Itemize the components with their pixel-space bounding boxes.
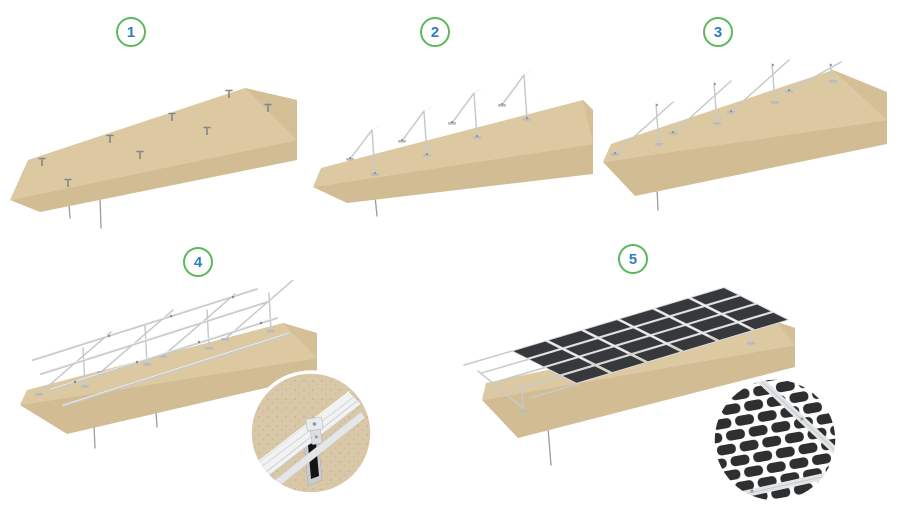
mounting-rails [32,287,290,407]
tilt-beam-kit [611,101,674,156]
post-brace-kit [346,125,380,176]
step-1-number: 1 [126,23,136,41]
step-1-illustration [10,88,297,229]
post-brace-kit [398,106,432,157]
wedge-base [603,70,887,196]
step-3-badge: 3 [703,17,733,47]
support-kits [346,70,532,176]
ground-pin [93,411,158,449]
step-5-number: 5 [628,250,638,268]
ground-pin [547,427,552,466]
step-1-badge: 1 [116,17,146,47]
step-5-illustration [463,286,839,504]
step-5-badge: 5 [618,244,648,274]
step-3-number: 3 [713,23,723,41]
ground-pin [68,197,102,229]
step-2-number: 2 [430,23,440,41]
wedge-base [20,323,317,434]
anchor-bolts [38,89,272,187]
tilt-beam-kit [785,61,842,93]
wedge-base [10,88,297,212]
post-brace-kit [498,70,532,121]
step-3-illustration [603,59,887,211]
rail-clamp-closeup [248,370,374,496]
solar-panel-array [510,286,790,384]
wedge-base [313,100,593,203]
rail-frame [32,280,294,407]
tilt-beam-kit [669,80,732,135]
step-4-illustration [20,280,374,496]
step-2-illustration [313,70,593,217]
step-2-badge: 2 [420,17,450,47]
step-4-number: 4 [193,253,203,271]
tilt-beam-kits [611,59,842,156]
tilt-beam-kit [727,59,790,114]
post-brace-kit [448,88,482,139]
step-4-badge: 4 [183,247,213,277]
ground-pin [656,187,659,211]
